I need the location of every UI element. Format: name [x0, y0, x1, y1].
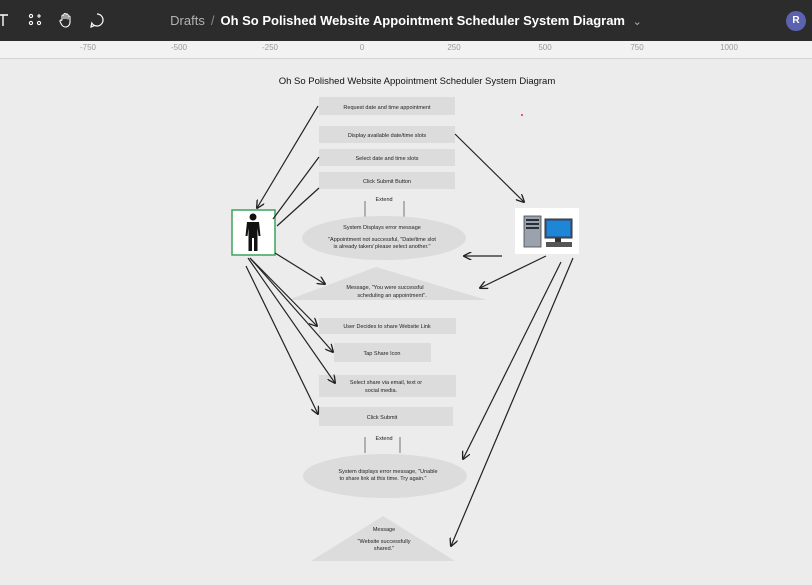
usecase-box[interactable] [319, 126, 455, 143]
monitor-stand [555, 238, 561, 242]
usecase-box[interactable] [319, 318, 456, 334]
association-arrow [249, 257, 317, 326]
usecase-box[interactable] [319, 375, 456, 397]
components-icon[interactable] [26, 11, 44, 29]
stray-dot [521, 114, 523, 116]
breadcrumb-drafts[interactable]: Drafts [170, 13, 205, 28]
ruler-tick: 250 [447, 43, 461, 52]
success-triangle[interactable] [288, 267, 487, 300]
keyboard [546, 242, 572, 247]
diagram-title: Oh So Polished Website Appointment Sched… [279, 76, 556, 87]
usecase-label: Select date and time slots [356, 156, 419, 162]
monitor-screen [547, 221, 570, 236]
triangle-text: Message [373, 527, 395, 533]
usecase-label: Click Submit Button [363, 179, 411, 185]
usecase-label: User Decides to share Website Link [343, 324, 431, 330]
association-arrow [245, 265, 318, 414]
avatar[interactable]: R [786, 11, 806, 31]
error-ellipse[interactable] [303, 454, 467, 498]
usecase-label: Click Submit [367, 415, 398, 421]
person-icon [245, 213, 261, 251]
computer-icon[interactable] [515, 208, 579, 254]
association-arrow [257, 105, 319, 208]
ruler-tick: -500 [170, 43, 188, 52]
comment-icon[interactable] [88, 11, 106, 29]
usecase-label: Display available date/time slots [348, 133, 427, 139]
ellipse-text: "Appointment not successful, "Date/time … [328, 237, 436, 243]
association-arrow [247, 257, 335, 383]
extend-label: Extend [375, 436, 392, 442]
usecase-label: Request date and time appointment [343, 105, 431, 111]
ellipse-text: is already taken/ please select another.… [333, 244, 430, 250]
breadcrumb-separator: / [210, 13, 215, 28]
extend-label: Extend [375, 197, 392, 203]
usecase-label: Tap Share Icon [364, 351, 401, 357]
horizontal-ruler: -750 -500 -250 0 250 500 750 1000 [0, 41, 812, 59]
ellipse-text: to share link at this time. Try again." [340, 476, 427, 482]
ellipse-text: System Displays error message [343, 225, 421, 231]
actor-user[interactable] [231, 209, 276, 256]
error-ellipse[interactable] [302, 216, 466, 260]
triangle-text: Message, "You were successful [346, 285, 423, 291]
system-diagram: Oh So Polished Website Appointment Sched… [231, 76, 579, 561]
tower-bay [526, 227, 539, 229]
association-arrow [276, 187, 320, 227]
file-title-area: Drafts / Oh So Polished Website Appointmen… [0, 0, 812, 41]
association-arrow [480, 255, 547, 288]
design-canvas[interactable]: Oh So Polished Website Appointment Sched… [0, 59, 812, 585]
ruler-tick: 1000 [720, 43, 738, 52]
usecase-label: Select share via email, text or [350, 380, 422, 386]
text-tool-icon[interactable] [0, 11, 14, 29]
usecase-box[interactable] [319, 97, 455, 115]
usecase-label: social media. [365, 388, 398, 394]
usecase-box[interactable] [319, 149, 455, 166]
ruler-tick: 0 [359, 43, 365, 52]
tower-bay [526, 223, 539, 225]
association-arrow [451, 257, 574, 546]
triangle-text: shared." [374, 546, 394, 552]
ruler-tick: 750 [630, 43, 644, 52]
hand-tool-icon[interactable] [57, 11, 75, 29]
file-title[interactable]: Oh So Polished Website Appointment Sched… [220, 13, 625, 28]
top-toolbar: Drafts / Oh So Polished Website Appointmen… [0, 0, 812, 41]
usecase-box[interactable] [334, 343, 431, 362]
triangle-text: scheduling an appointment". [357, 293, 427, 299]
association-arrow [454, 133, 524, 202]
chevron-down-icon[interactable]: ⌄ [632, 16, 642, 28]
usecase-box[interactable] [319, 172, 455, 189]
ruler-tick: -750 [79, 43, 97, 52]
association-arrow [272, 156, 320, 220]
ellipse-text: System displays error message, "Unable [338, 469, 437, 475]
success-triangle[interactable] [311, 516, 455, 561]
ruler-tick: -250 [261, 43, 279, 52]
association-arrow [463, 261, 562, 459]
tower-bay [526, 219, 539, 221]
association-arrow [249, 257, 333, 352]
ruler-tick: 500 [538, 43, 552, 52]
usecase-box[interactable] [319, 407, 453, 426]
association-arrow [274, 252, 325, 284]
triangle-text: "Website successfully [358, 539, 411, 545]
